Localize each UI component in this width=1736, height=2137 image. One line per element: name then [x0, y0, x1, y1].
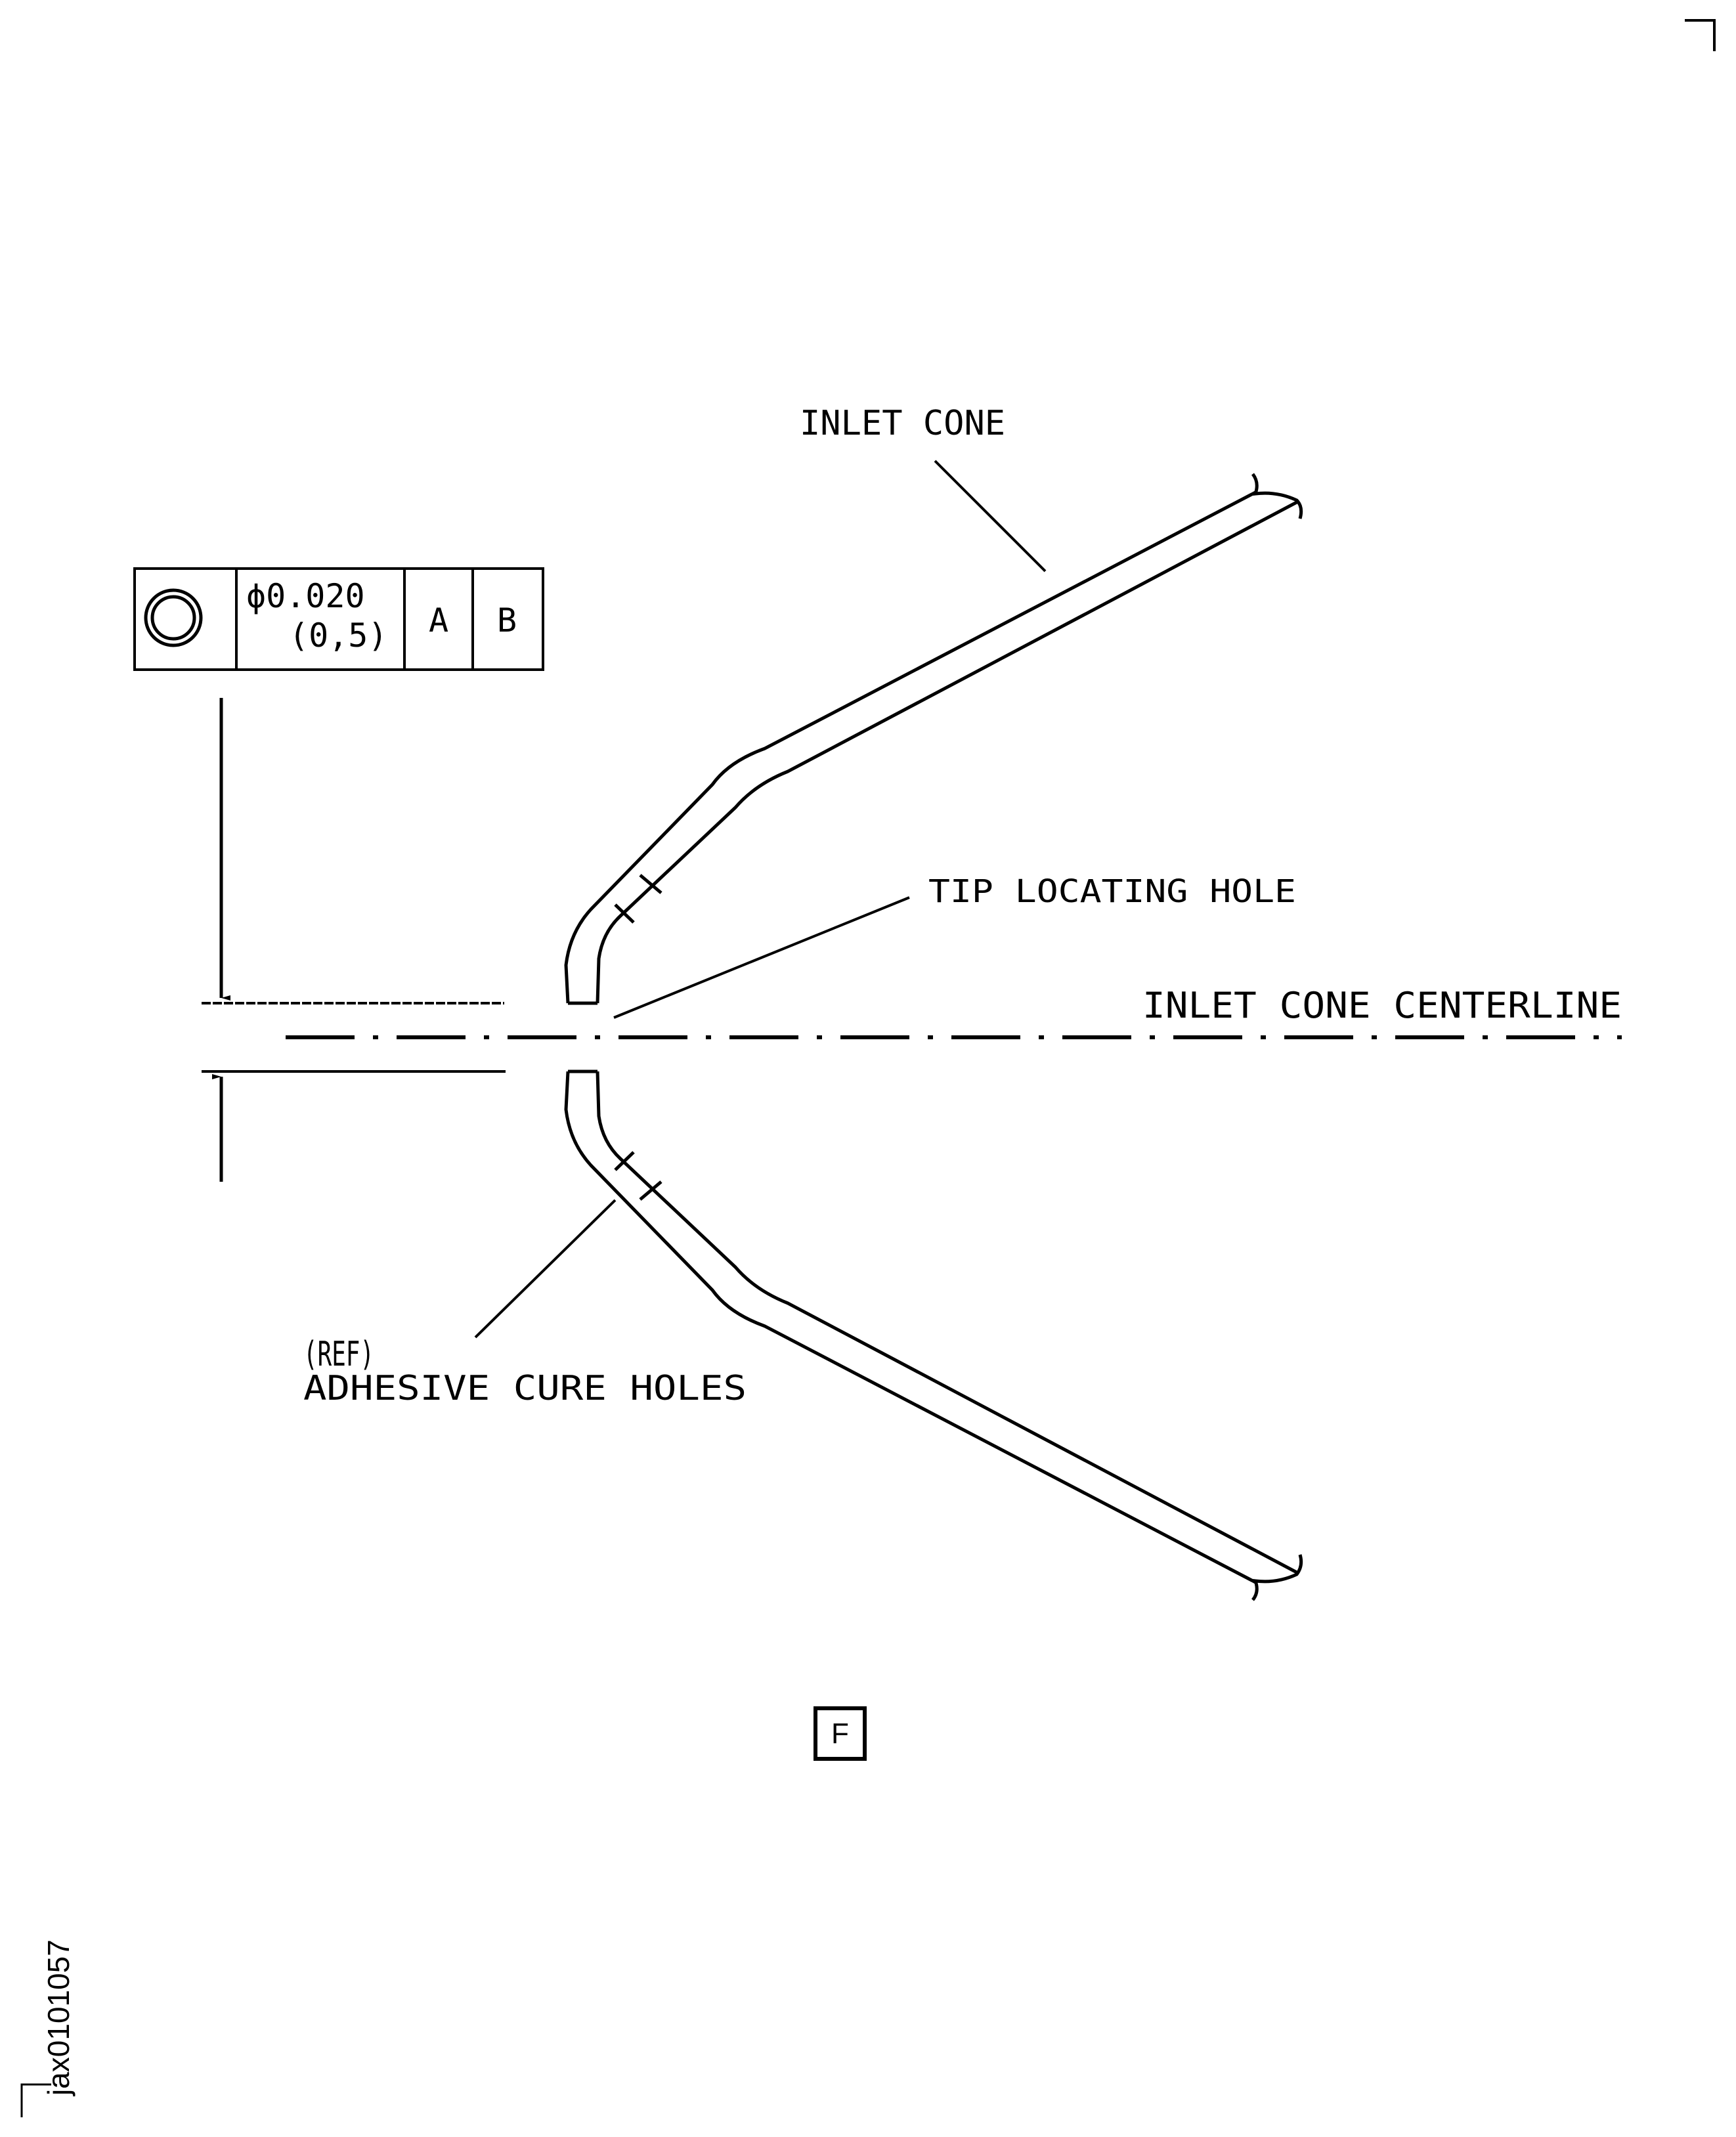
dimension: [202, 698, 506, 1182]
datum-a: A: [429, 601, 448, 639]
label-inlet-cone: INLET CONE: [800, 404, 1005, 443]
cone-wall-upper: [564, 473, 1303, 1005]
figure-id: jax0101057: [41, 1939, 76, 2096]
adhesive-cure-hole-upper-1: [614, 903, 635, 924]
break-symbol-upper: [1251, 473, 1303, 519]
leader-inlet-cone: [934, 460, 1047, 572]
corner-mark-top-right: [1685, 19, 1716, 51]
tolerance-value: ϕ0.020: [246, 577, 365, 615]
leader-tip-locating-hole: [613, 896, 910, 1019]
view-label-box: F: [814, 1706, 867, 1761]
break-symbol-lower: [1251, 1554, 1303, 1601]
view-label: F: [831, 1717, 849, 1750]
datum-b: B: [497, 601, 517, 639]
label-ref: (REF): [303, 1335, 374, 1374]
adhesive-cure-hole-lower-2: [639, 1180, 662, 1201]
label-adhesive-cure-holes: ADHESIVE CURE HOLES: [303, 1369, 747, 1408]
adhesive-cure-hole-upper-2: [639, 874, 662, 894]
label-inlet-cone-centerline: INLET CONE CENTERLINE: [1142, 985, 1622, 1026]
concentricity-icon: [144, 588, 203, 647]
adhesive-cure-hole-lower-1: [614, 1151, 635, 1171]
corner-mark-bottom-left: [20, 2083, 51, 2117]
tolerance-metric: (0,5): [289, 616, 388, 655]
leader-adhesive-cure-holes: [474, 1199, 617, 1339]
cone-wall-lower: [564, 1069, 1303, 1601]
feature-control-frame: ϕ0.020 (0,5) A B: [133, 567, 544, 671]
label-tip-locating-hole: TIP LOCATING HOLE: [928, 873, 1296, 910]
